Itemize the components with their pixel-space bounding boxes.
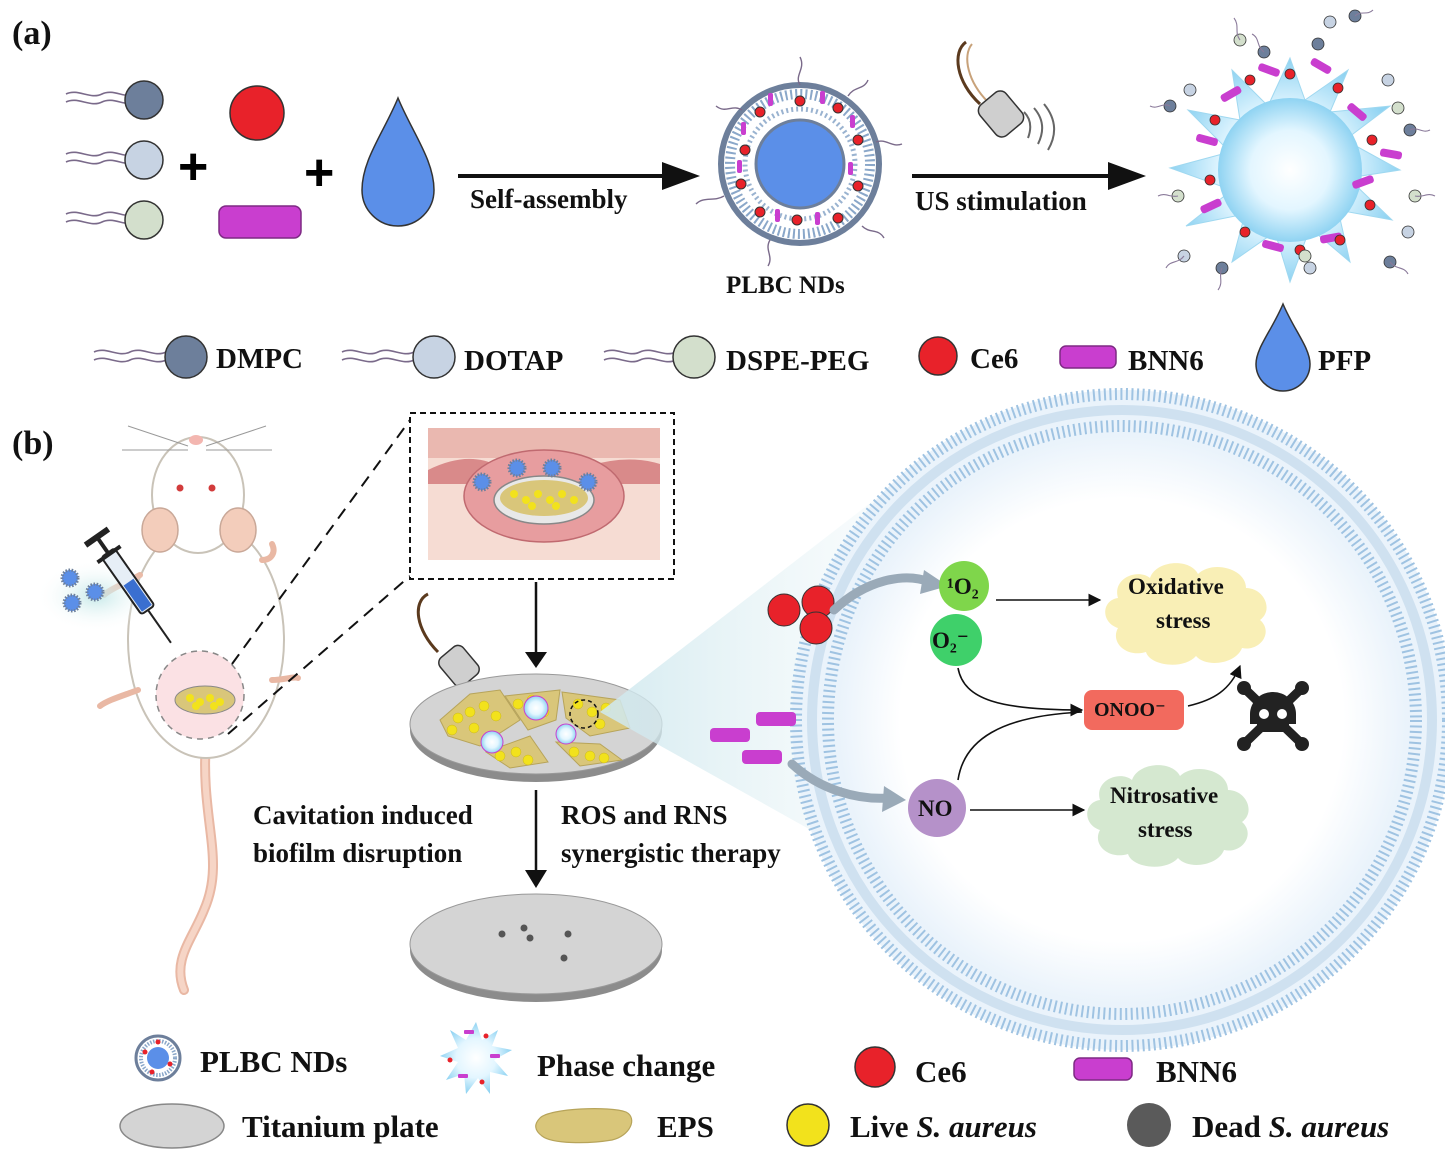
injected-nanodroplets <box>60 568 105 613</box>
legend-dead-bacteria: Dead S. aureus <box>1127 1103 1389 1147</box>
titanium-plate-clean <box>409 893 663 1002</box>
nitrosative-stress-cloud: Nitrosative stress <box>1087 765 1249 867</box>
zoom-line <box>227 575 411 735</box>
legend-bnn6: BNN6 <box>1073 1054 1237 1089</box>
pfp-droplet-icon <box>361 96 435 227</box>
svg-text:stress: stress <box>1156 608 1211 633</box>
svg-text:Phase change: Phase change <box>537 1048 715 1083</box>
svg-text:ONOO⁻: ONOO⁻ <box>1094 699 1166 721</box>
bnn6-molecule <box>218 205 302 239</box>
us-stimulation-label: US stimulation <box>915 186 1087 216</box>
bnn6-cluster <box>710 712 796 764</box>
ultrasound-probe-icon <box>956 40 1055 151</box>
legend-phase-change: Phase change <box>440 1022 715 1094</box>
legend-ce6: Ce6 <box>854 1046 967 1089</box>
svg-text:PLBC NDs: PLBC NDs <box>200 1044 347 1079</box>
singlet-oxygen-node: ¹O₂ <box>939 561 989 611</box>
ultrasound-probe-icon <box>416 592 480 688</box>
svg-text:Live S. aureus: Live S. aureus <box>850 1109 1037 1144</box>
svg-text:Nitrosative: Nitrosative <box>1110 783 1218 808</box>
dmpc-lipid <box>65 80 164 120</box>
svg-text:stress: stress <box>1138 817 1193 842</box>
plbc-nds-label: PLBC NDs <box>726 272 845 299</box>
svg-text:Titanium plate: Titanium plate <box>242 1109 439 1144</box>
skin-implant-inset <box>409 412 675 580</box>
svg-text:Dead S. aureus: Dead S. aureus <box>1192 1109 1389 1144</box>
oxidative-stress-cloud: Oxidative stress <box>1105 563 1267 665</box>
svg-text:DMPC: DMPC <box>216 343 303 375</box>
svg-text:EPS: EPS <box>657 1109 714 1144</box>
skull-icon <box>1237 681 1309 751</box>
svg-text:NO: NO <box>918 796 953 821</box>
dspe-peg-lipid <box>65 200 164 240</box>
titanium-plate-biofilm <box>409 673 663 782</box>
ros-label-line1: ROS and RNS <box>561 800 728 830</box>
cavitation-label-line1: Cavitation induced <box>253 800 473 830</box>
plus-sign: + <box>304 144 334 202</box>
svg-text:DOTAP: DOTAP <box>464 345 563 377</box>
legend-a: DMPC DOTAP DSPE-PEG Ce6 BNN6 PFP <box>93 302 1371 392</box>
self-assembly-label: Self-assembly <box>470 184 628 214</box>
mouse-icon <box>97 425 301 995</box>
plbc-nanodroplet <box>695 56 903 267</box>
syringe-icon <box>83 526 172 644</box>
uptake-arrow <box>787 759 893 803</box>
svg-text:Ce6: Ce6 <box>915 1054 967 1089</box>
svg-text:DSPE-PEG: DSPE-PEG <box>726 345 869 377</box>
uptake-arrow <box>829 573 935 615</box>
reaction-arrows <box>957 593 1242 817</box>
peroxynitrite-node: ONOO⁻ <box>1084 690 1184 730</box>
ros-label-line2: synergistic therapy <box>561 838 781 868</box>
svg-text:BNN6: BNN6 <box>1128 345 1204 377</box>
zoom-line <box>231 419 411 665</box>
superoxide-node: O₂⁻ <box>930 614 982 666</box>
phase-change-bubble <box>1149 9 1436 291</box>
plus-sign: + <box>178 138 208 196</box>
nitric-oxide-node: NO <box>908 779 966 837</box>
svg-text:Ce6: Ce6 <box>970 343 1018 375</box>
bottom-legend: PLBC NDs Phase change Ce6 BNN6 Titanium … <box>119 1022 1389 1149</box>
dotap-lipid <box>65 140 164 180</box>
panel-a-label: (a) <box>12 15 52 52</box>
svg-text:¹O₂: ¹O₂ <box>947 574 979 599</box>
svg-text:BNN6: BNN6 <box>1156 1054 1237 1089</box>
legend-plbc-nds: PLBC NDs <box>134 1034 347 1082</box>
ce6-cluster <box>767 585 835 645</box>
svg-text:O₂⁻: O₂⁻ <box>932 628 969 653</box>
svg-text:Oxidative: Oxidative <box>1128 574 1224 599</box>
legend-titanium-plate: Titanium plate <box>119 1103 439 1149</box>
svg-text:PFP: PFP <box>1318 345 1371 377</box>
ce6-molecule <box>229 85 285 141</box>
panel-b-label: (b) <box>12 425 54 462</box>
legend-live-bacteria: Live S. aureus <box>786 1103 1037 1147</box>
cavitation-label-line2: biofilm disruption <box>253 838 462 868</box>
legend-eps: EPS <box>535 1108 714 1144</box>
pfp-droplet-icon <box>1255 302 1311 392</box>
